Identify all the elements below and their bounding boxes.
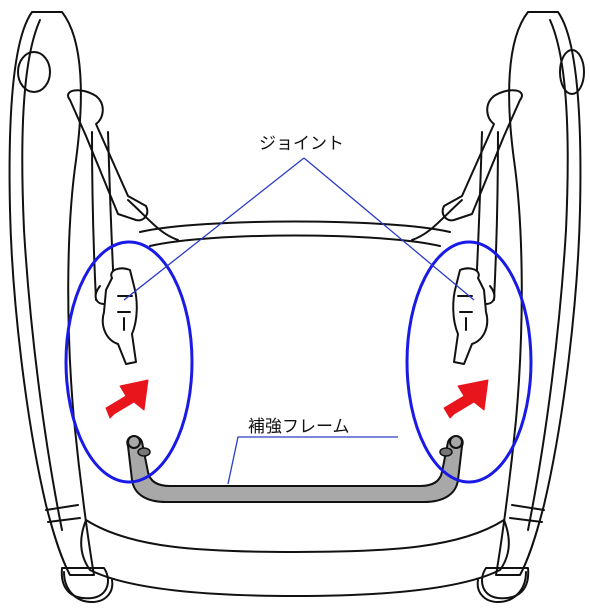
basket-bottom xyxy=(80,519,510,597)
left-side-frame xyxy=(8,11,95,576)
right-knob xyxy=(559,49,585,95)
right-band xyxy=(509,504,545,523)
right-joint xyxy=(452,267,496,365)
wheel-left xyxy=(63,571,114,603)
left-side-frame-inner xyxy=(21,19,63,531)
reinforcement-frame-label: 補強フレーム xyxy=(248,417,350,436)
leader-line-frame xyxy=(227,436,398,485)
frame-clip-left xyxy=(137,447,151,457)
right-foot xyxy=(481,567,530,600)
left-knob xyxy=(17,51,51,93)
wheel-right xyxy=(476,571,527,603)
right-side-frame xyxy=(495,11,582,576)
reinforcement-frame xyxy=(126,435,464,503)
left-upper-arm xyxy=(67,89,149,222)
right-upper-arm xyxy=(441,89,523,222)
highlight-circle-left xyxy=(64,240,194,484)
left-joint xyxy=(94,267,138,365)
frame-end-right xyxy=(449,435,463,449)
joint-label: ジョイント xyxy=(259,134,344,153)
frame-clip-right xyxy=(439,447,453,457)
left-tube-2 xyxy=(127,199,179,241)
leader-line-joint-left xyxy=(123,157,305,301)
up-right-arrow-icon-right xyxy=(443,379,489,419)
left-foot xyxy=(60,567,109,600)
top-bar xyxy=(139,220,451,247)
highlight-circle-right xyxy=(405,240,533,484)
right-side-frame-inner xyxy=(527,19,569,531)
right-tube-2 xyxy=(411,199,463,241)
leader-line-joint-right xyxy=(303,157,475,301)
left-band xyxy=(45,504,81,523)
frame-end-left xyxy=(127,435,141,449)
up-right-arrow-icon-left xyxy=(105,379,149,419)
